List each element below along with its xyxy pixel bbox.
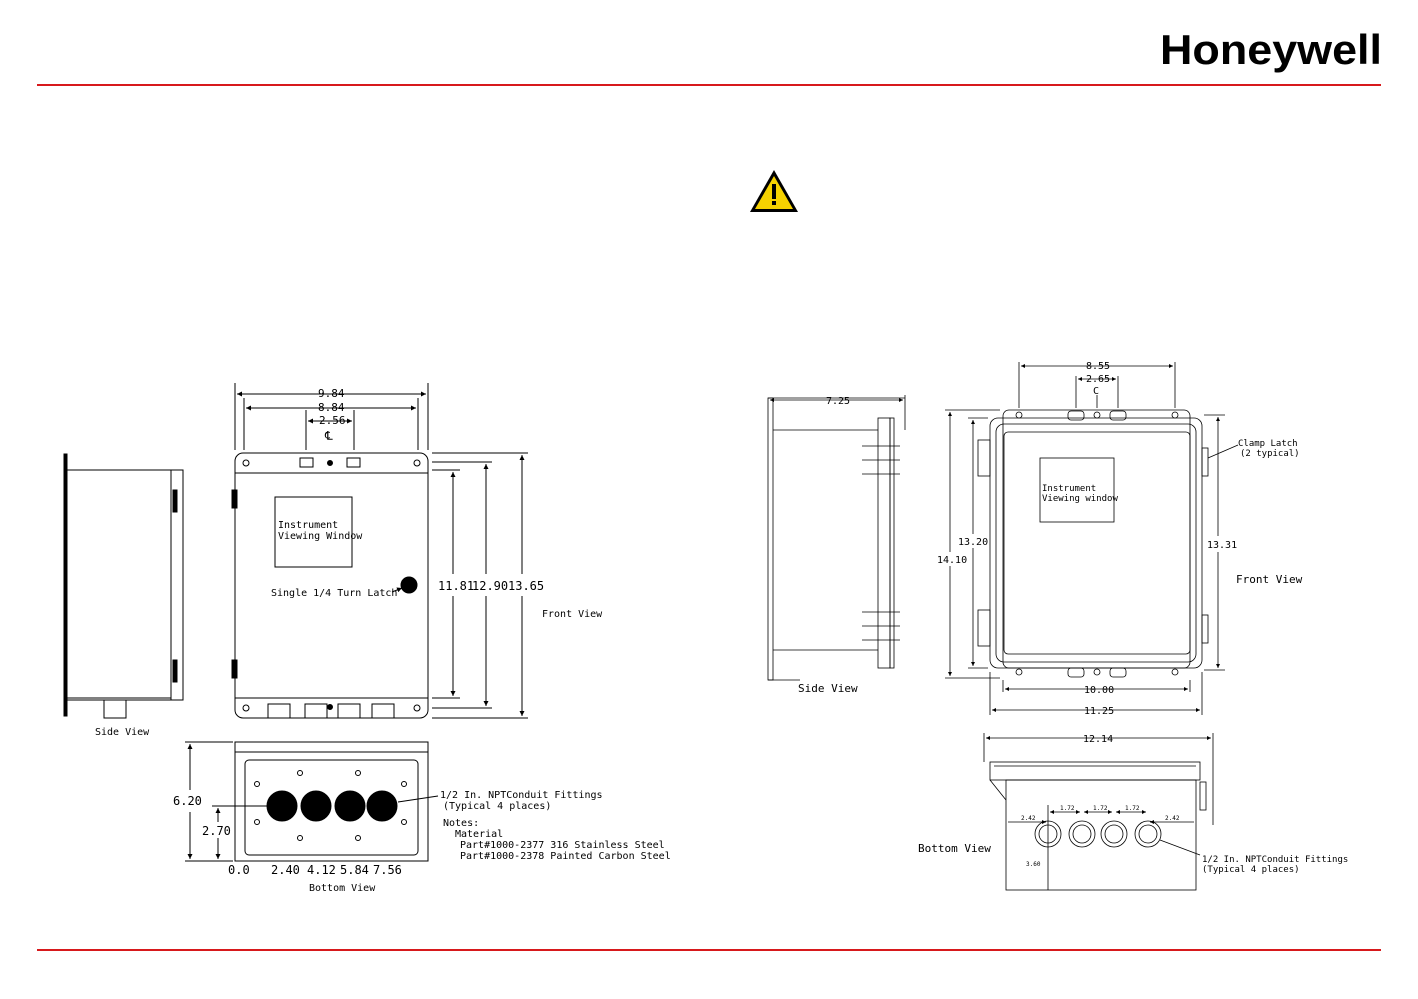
- right-bottom-view: [983, 733, 1214, 891]
- dim-spacing-3: 1.72: [1125, 805, 1140, 812]
- right-viewing-window: [1039, 457, 1115, 523]
- dim-spacing-2: 1.72: [1093, 805, 1108, 812]
- left-fitting-4: [366, 790, 398, 822]
- left-front-view: [231, 383, 528, 719]
- material-label: Material: [455, 829, 503, 840]
- right-side-view-label: Side View: [798, 682, 858, 695]
- left-fitting-2: [300, 790, 332, 822]
- dim-h3: 13.65: [508, 579, 544, 593]
- right-side-view: [767, 395, 906, 681]
- dim-width-inner: 8.84: [318, 401, 345, 414]
- right-window-label-1: Instrument: [1042, 484, 1096, 494]
- bottom-tick-4: 7.56: [373, 863, 402, 877]
- dim-top-outer: 8.55: [1086, 361, 1110, 372]
- dim-side-depth: 7.25: [826, 396, 850, 407]
- bottom-tick-2: 4.12: [307, 863, 336, 877]
- right-fitting-4: [1134, 820, 1162, 848]
- latch-label: Single 1/4 Turn Latch: [271, 588, 397, 599]
- dim-h-right: 13.31: [1207, 540, 1237, 551]
- dim-center-spacing: 2.56: [319, 414, 346, 427]
- left-drawing-labels: 9.84 8.84 2.56 ℄ Instrument Viewing Wind…: [95, 387, 671, 894]
- right-centerline: C: [1093, 386, 1099, 397]
- left-enclosure-drawing: [63, 383, 528, 862]
- right-bottom-view-label: Bottom View: [918, 842, 991, 855]
- front-view-label: Front View: [542, 609, 603, 620]
- part1-label: Part#1000-2377 316 Stainless Steel: [460, 840, 665, 851]
- clamp-label-2: (2 typical): [1240, 449, 1300, 459]
- clamp-label-1: Clamp Latch: [1238, 439, 1298, 449]
- left-viewing-window: [274, 496, 353, 568]
- dim-h-outer: 14.10: [937, 555, 967, 566]
- dim-bottom-depth: 6.20: [173, 794, 202, 808]
- centerline-symbol: ℄: [324, 429, 333, 443]
- honeywell-logo: Honeywell: [1160, 26, 1382, 73]
- bottom-tick-0: 0.0: [228, 863, 250, 877]
- dim-h-inner: 13.20: [958, 537, 988, 548]
- left-fitting-3: [334, 790, 366, 822]
- brand-name: Honeywell: [1160, 26, 1382, 73]
- dim-bottom-width: 12.14: [1083, 734, 1113, 745]
- dim-spacing-1: 1.72: [1060, 805, 1075, 812]
- left-bottom-view: [185, 741, 439, 862]
- dim-w-inner: 10.00: [1084, 685, 1114, 696]
- left-latch-knob: [400, 576, 418, 594]
- dim-h1: 11.81: [438, 579, 474, 593]
- header-rule: [37, 84, 1381, 86]
- side-view-label: Side View: [95, 727, 150, 738]
- right-front-view: [945, 362, 1239, 715]
- right-fitting-3: [1100, 820, 1128, 848]
- dim-h2: 12.90: [472, 579, 508, 593]
- bottom-tick-1: 2.40: [271, 863, 300, 877]
- footer-rule: [37, 949, 1381, 951]
- part2-label: Part#1000-2378 Painted Carbon Steel: [460, 851, 671, 862]
- right-fitting-2: [1068, 820, 1096, 848]
- warning-triangle-icon: [750, 170, 798, 212]
- dim-width-outer: 9.84: [318, 387, 345, 400]
- fittings-label-1: 1/2 In. NPTConduit Fittings: [440, 790, 603, 801]
- fittings-label-2: (Typical 4 places): [443, 801, 551, 812]
- right-enclosure-drawing: [767, 362, 1239, 891]
- bottom-view-label: Bottom View: [309, 883, 376, 894]
- right-fittings-label-2: (Typical 4 places): [1202, 865, 1300, 875]
- dim-top-inner: 2.65: [1086, 374, 1110, 385]
- right-front-view-label: Front View: [1236, 573, 1303, 586]
- dim-bottom-height: 3.60: [1026, 861, 1041, 868]
- right-drawing-labels: 8.55 2.65 C 7.25 Instrument Viewing wind…: [798, 361, 1348, 875]
- right-window-label-2: Viewing window: [1042, 494, 1118, 504]
- bottom-tick-3: 5.84: [340, 863, 369, 877]
- dim-w-outer: 11.25: [1084, 706, 1114, 717]
- left-side-view: [63, 453, 184, 719]
- dim-spacing-edge-left: 2.42: [1021, 815, 1036, 822]
- right-fittings-label-1: 1/2 In. NPTConduit Fittings: [1202, 855, 1348, 865]
- window-label-1: Instrument: [278, 520, 338, 531]
- window-label-2: Viewing Window: [278, 531, 363, 542]
- dim-spacing-edge-right: 2.42: [1165, 815, 1180, 822]
- dim-bottom-row: 2.70: [202, 824, 231, 838]
- notes-label: Notes:: [443, 818, 479, 829]
